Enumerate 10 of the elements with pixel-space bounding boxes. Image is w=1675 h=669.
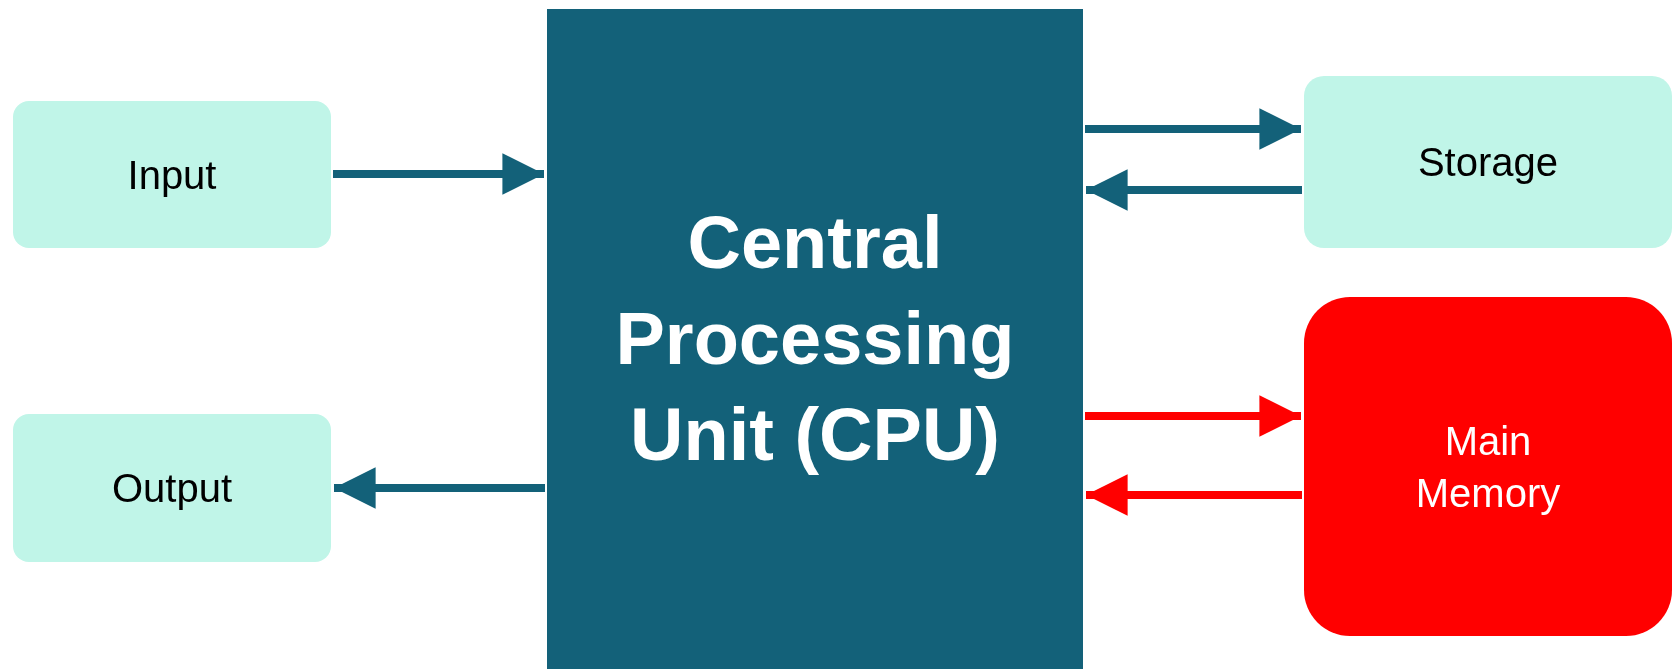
input-box: [13, 101, 331, 248]
node-label: Output: [111, 465, 233, 512]
node-label: Input: [127, 151, 217, 199]
node-label: Main Memory: [1414, 417, 1562, 517]
cpu-box: [547, 9, 1083, 669]
memory-box: [1304, 297, 1672, 636]
storage-box: [1304, 76, 1672, 248]
node-label: Central Processing Unit (CPU): [614, 199, 1016, 479]
node-label: Storage: [1417, 139, 1559, 186]
output-box: [13, 414, 331, 562]
